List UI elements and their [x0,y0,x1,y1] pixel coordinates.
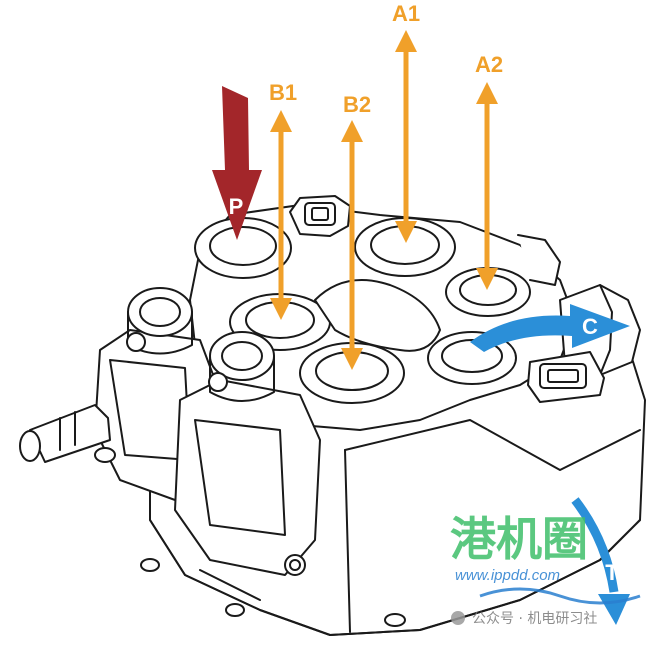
watermark-footer: 公众号 · 机电研习社 [451,611,597,627]
port-label-b1: B1 [269,80,297,105]
watermark-logo: 港机圈 www.ippdd.com [450,512,641,605]
pressure-arrow: P [212,86,262,240]
b1-arrow [270,110,292,320]
port-label-a1: A1 [392,1,420,26]
a1-arrow [395,30,417,243]
port-label-a2: A2 [475,52,503,77]
port-label-b2: B2 [343,92,371,117]
a2-arrow [476,82,498,290]
watermark: 港机圈 www.ippdd.com 公众号 · 机电研习社 [450,512,641,627]
work-port-arrows [270,30,498,370]
watermark-footer-text: 公众号 · 机电研习社 [472,611,597,627]
port-label-c: C [582,314,598,339]
port-label-p: P [229,194,244,219]
spool-rod [29,404,111,463]
b2-arrow [341,120,363,370]
port-label-t: T [605,560,619,585]
carry-over-arrow: C [470,304,630,352]
valve-body [19,195,646,636]
watermark-url: www.ippdd.com [455,567,560,584]
watermark-title: 港机圈 [450,512,588,566]
work-port-labels: B1 B2 A1 A2 [269,1,503,117]
